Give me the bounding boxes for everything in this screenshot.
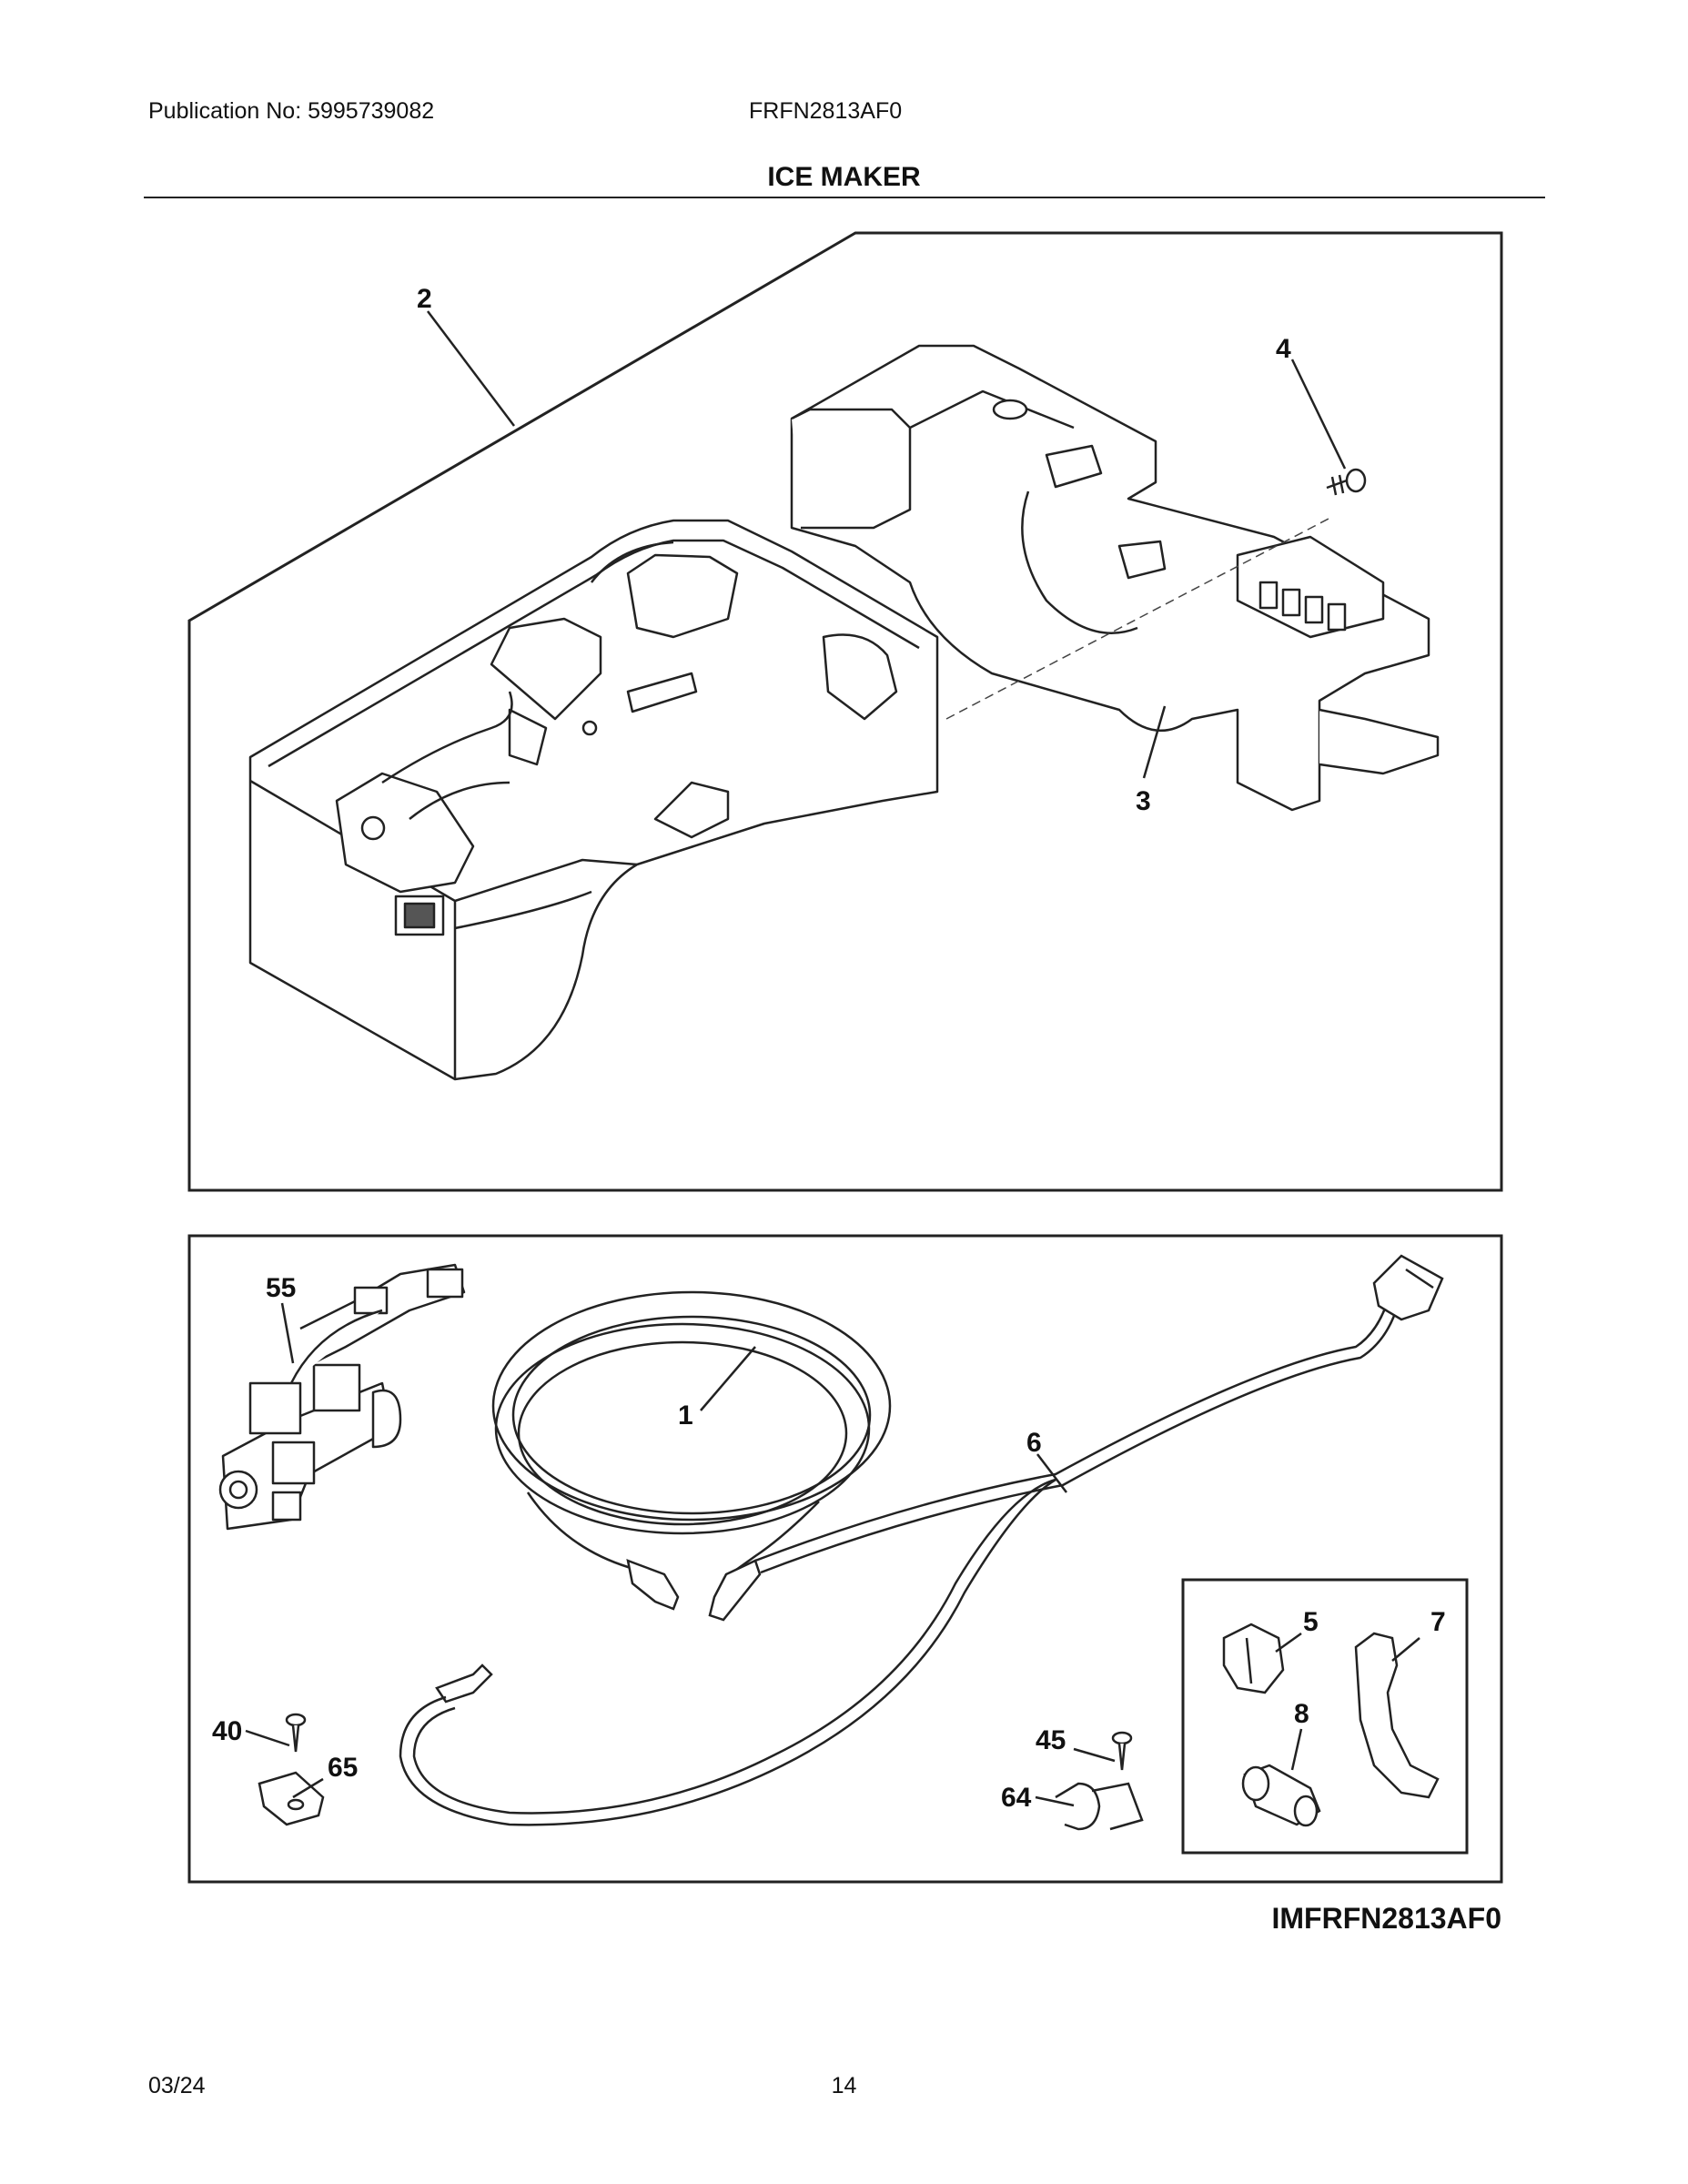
- callout-55: 55: [266, 1273, 296, 1303]
- tube-fittings: [435, 1559, 762, 1704]
- callout-40: 40: [212, 1716, 242, 1746]
- screw-40: [285, 1713, 307, 1753]
- wire-harness: [399, 1282, 1403, 1826]
- tube-holder-7: [1354, 1632, 1440, 1799]
- callout-7: 7: [1430, 1607, 1446, 1637]
- callout-4: 4: [1276, 334, 1291, 364]
- top-panel-frame: [187, 231, 1503, 1192]
- screw-45: [1111, 1731, 1133, 1771]
- callout-45: 45: [1036, 1725, 1066, 1755]
- harness-connector: [1372, 1254, 1444, 1321]
- callout-8: 8: [1294, 1699, 1309, 1729]
- page-title: ICE MAKER: [767, 162, 921, 192]
- clip-65: [258, 1771, 325, 1826]
- ice-maker-bracket: [790, 344, 1440, 812]
- tube-clip-5: [1222, 1623, 1285, 1694]
- figure-reference: IMFRFN2813AF0: [1271, 1902, 1502, 1935]
- callout-65: 65: [328, 1753, 358, 1783]
- footer-page-number: 14: [831, 2073, 857, 2098]
- water-tube-coil: [491, 1290, 892, 1581]
- callout-64: 64: [1001, 1783, 1032, 1813]
- bottom-leader-lines: [245, 1302, 1420, 1807]
- clamp-64: [1055, 1782, 1144, 1831]
- inset-frame: [1181, 1578, 1469, 1855]
- callout-6: 6: [1026, 1428, 1042, 1458]
- callout-1: 1: [678, 1400, 693, 1431]
- top-leader-lines: [427, 310, 1347, 779]
- callout-5: 5: [1303, 1607, 1319, 1637]
- callout-3: 3: [1136, 786, 1151, 816]
- water-valve: [218, 1263, 466, 1531]
- model-number: FRFN2813AF0: [749, 98, 903, 124]
- ice-maker-housing: [248, 519, 939, 1081]
- callout-2: 2: [417, 284, 432, 314]
- header-rule: [144, 197, 1545, 198]
- bottom-panel-frame: [187, 1234, 1503, 1884]
- publication-number: Publication No: 5995739082: [148, 98, 435, 124]
- mounting-screw: [1326, 468, 1367, 496]
- union-fitting-8: [1241, 1764, 1321, 1827]
- footer-date: 03/24: [148, 2073, 206, 2098]
